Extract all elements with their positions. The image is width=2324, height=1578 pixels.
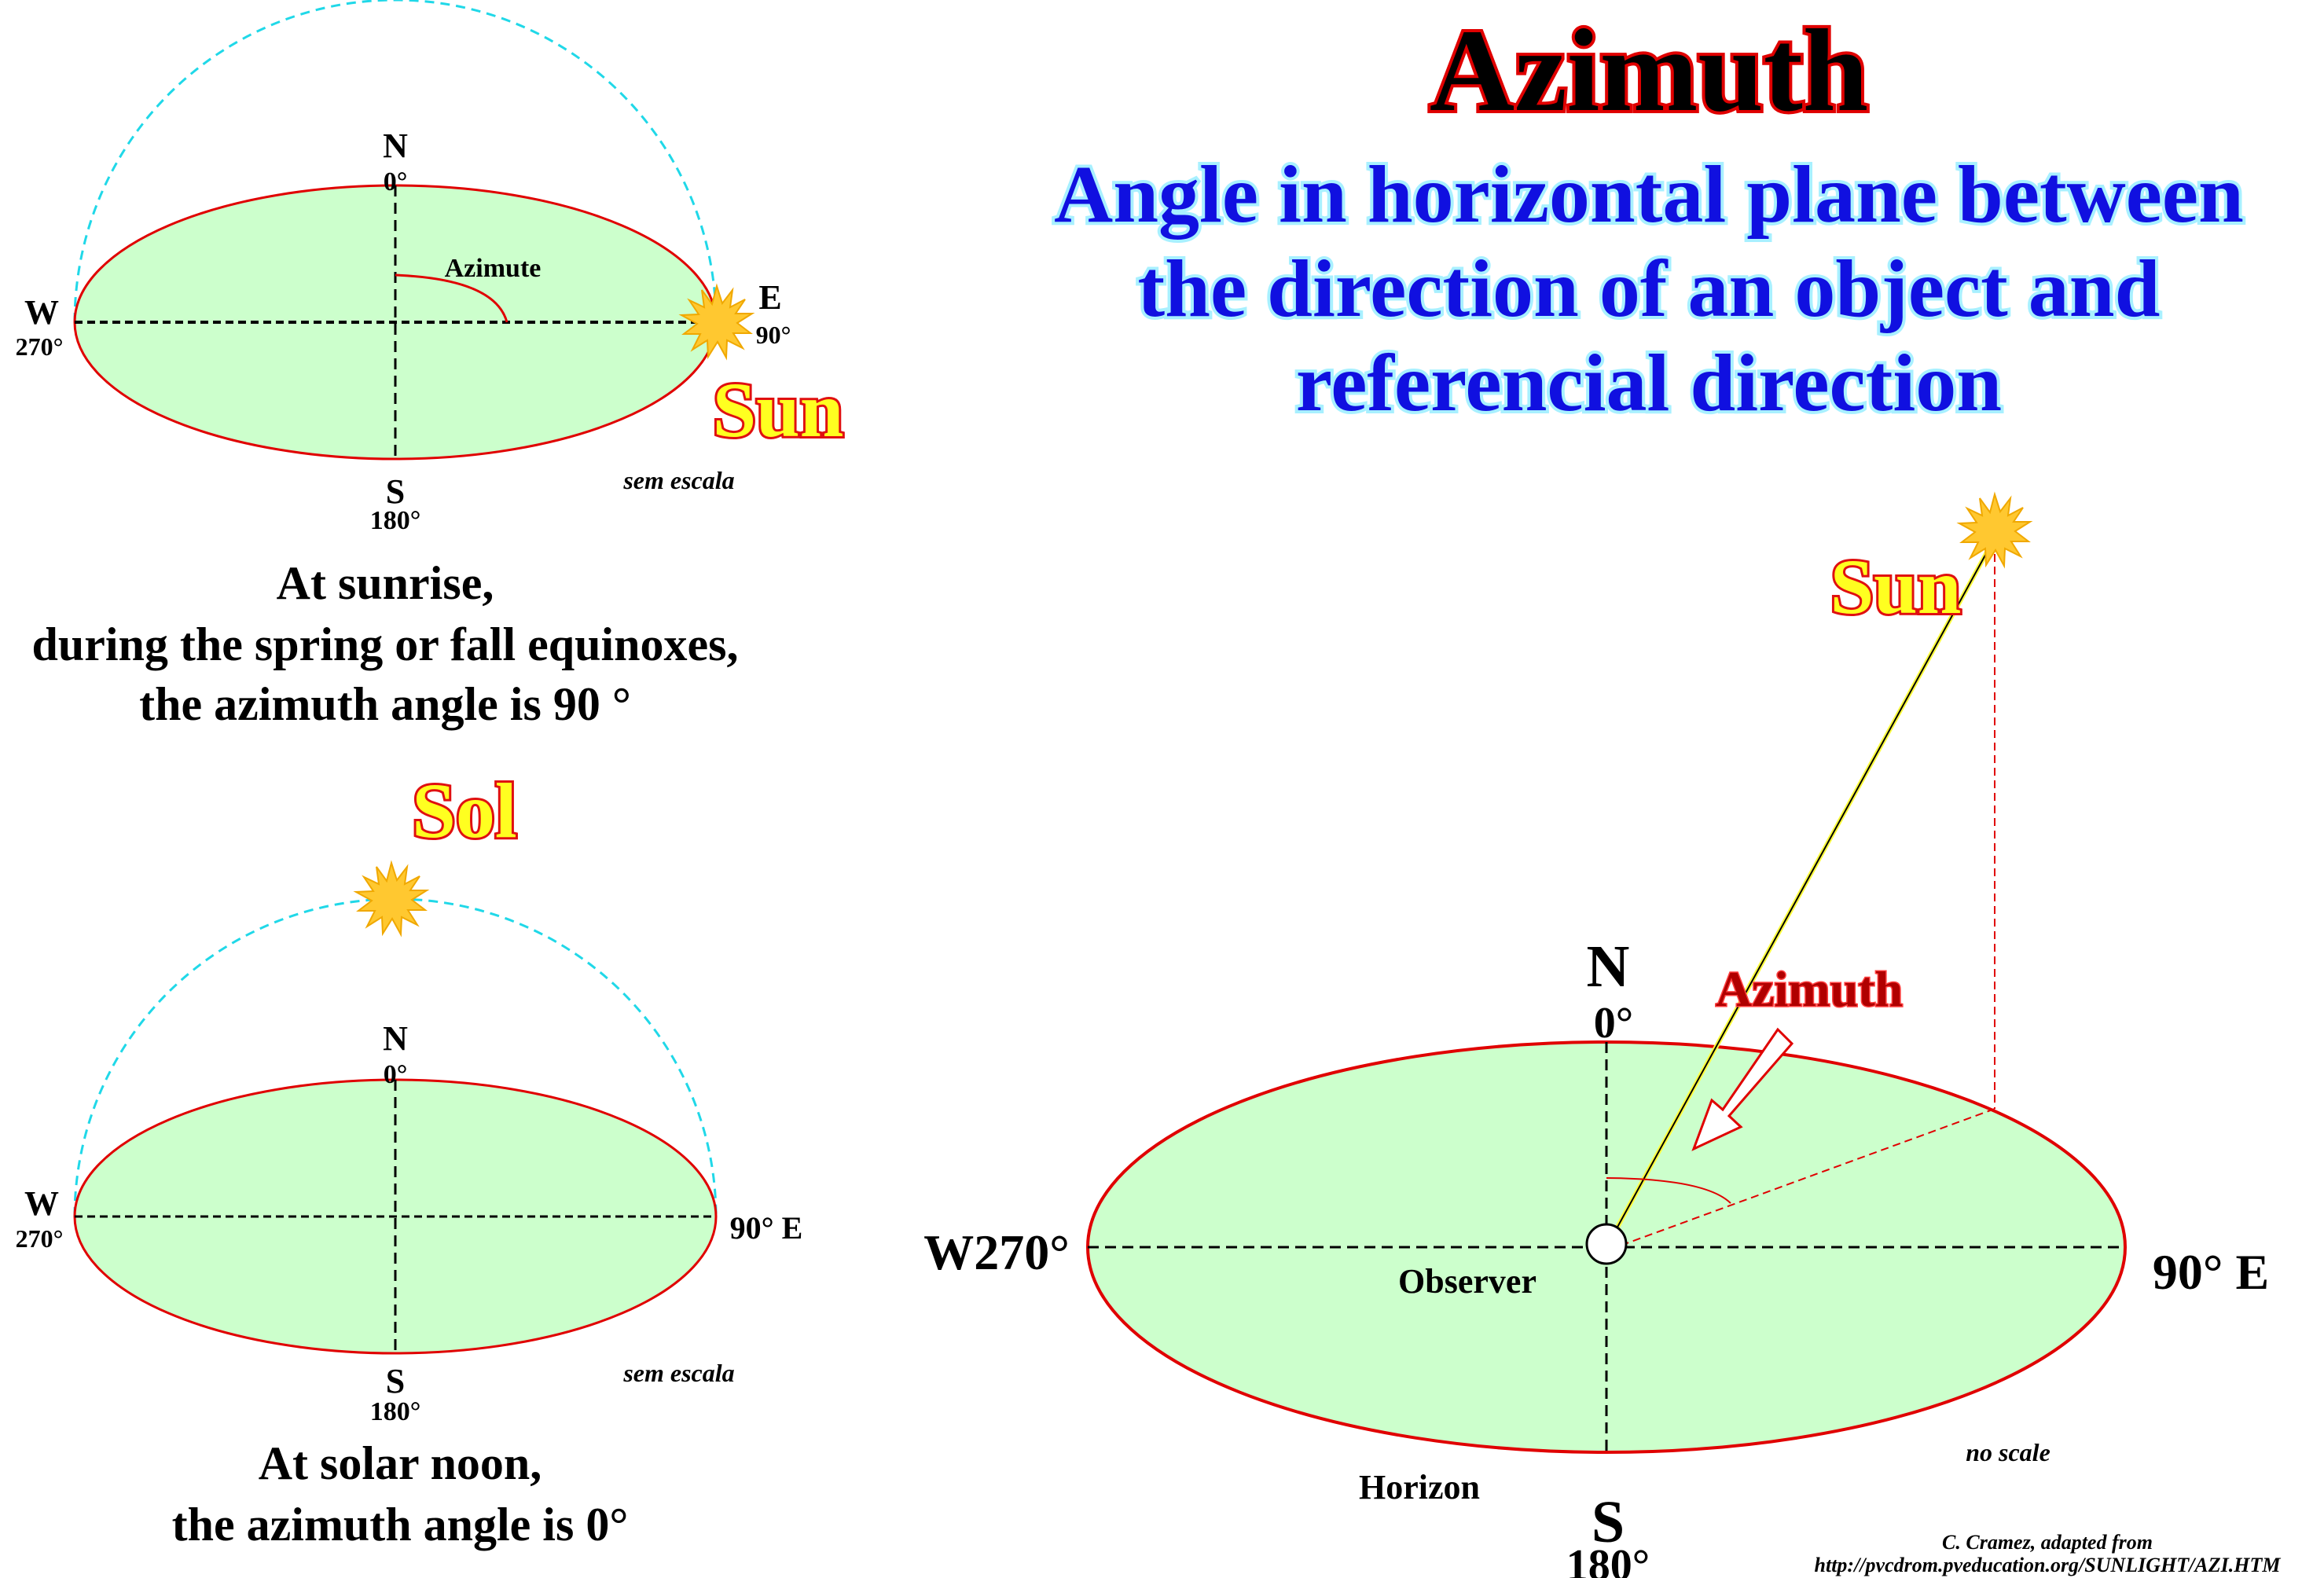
west-label: W270° xyxy=(923,1224,1070,1280)
horizon-label: Horizon xyxy=(1359,1468,1480,1506)
south-degree: 180° xyxy=(370,506,421,535)
west-degree: 270° xyxy=(16,332,64,361)
south-degree: 180° xyxy=(1566,1541,1650,1578)
south-label: S xyxy=(386,1362,405,1400)
east-label: 90° E xyxy=(2153,1244,2269,1300)
noon-diagram: Sol N 0° W 270° 90° E S 180° sem escala … xyxy=(16,765,803,1550)
observer-marker xyxy=(1585,1223,1628,1265)
observer-label: Observer xyxy=(1398,1262,1536,1301)
south-label: S xyxy=(1592,1489,1625,1555)
north-degree: 0° xyxy=(384,1060,408,1089)
subtitle-line: Angle in horizontal plane between xyxy=(1054,149,2244,240)
sun-label: Sun xyxy=(1830,543,1962,630)
north-degree: 0° xyxy=(384,167,408,196)
south-label: S xyxy=(386,472,405,511)
sun-path-arc xyxy=(73,0,718,323)
sun-label: Sun xyxy=(713,366,844,453)
east-label: 90° E xyxy=(730,1210,803,1246)
scale-note: sem escala xyxy=(622,466,734,494)
azimuth-arc xyxy=(1606,1177,1731,1204)
west-label: W xyxy=(24,1184,59,1223)
credit-url: http://pvcdrom.pveducation.org/SUNLIGHT/… xyxy=(1815,1554,2282,1576)
azimuth-arrow xyxy=(1691,1027,1794,1151)
main-diagram: Sun Azimuth N 0° W270° 90° E S 180° Obse… xyxy=(923,494,2269,1578)
sun-projection-horizontal xyxy=(1626,1108,1995,1244)
north-degree: 0° xyxy=(1594,999,1633,1048)
caption-line: At solar noon, xyxy=(259,1437,542,1489)
subtitle-line: referencial direction xyxy=(1296,338,2002,428)
caption-line: the azimuth angle is 90 ° xyxy=(139,678,631,730)
scale-note: sem escala xyxy=(622,1359,734,1387)
scale-note: no scale xyxy=(1966,1438,2050,1466)
sun-label: Sol xyxy=(412,767,516,854)
west-label: W xyxy=(24,293,59,332)
subtitle-line: the direction of an object and xyxy=(1138,244,2161,334)
sun-direction-line-core xyxy=(1606,541,1993,1248)
sunrise-diagram: N 0° W 270° E 90° S 180° Azimute Sun sem… xyxy=(16,0,846,730)
south-degree: 180° xyxy=(370,1397,421,1426)
azimuth-label: Azimute xyxy=(445,254,542,283)
azimuth-label: Azimuth xyxy=(1716,961,1903,1017)
caption-line: during the spring or fall equinoxes, xyxy=(31,618,738,670)
azimuth-arc xyxy=(395,273,508,323)
north-label: N xyxy=(1587,934,1630,1000)
caption-line: At sunrise, xyxy=(277,557,494,609)
page-title: Azimuth xyxy=(1430,6,1868,136)
west-degree: 270° xyxy=(16,1224,64,1253)
east-degree: 90° xyxy=(756,321,791,349)
caption-line: the azimuth angle is 0° xyxy=(172,1499,629,1550)
north-label: N xyxy=(383,127,408,165)
east-label: E xyxy=(758,278,781,317)
credit-line: C. Cramez, adapted from xyxy=(1942,1531,2153,1554)
north-label: N xyxy=(383,1019,408,1058)
sun-path-arc xyxy=(73,897,718,1217)
